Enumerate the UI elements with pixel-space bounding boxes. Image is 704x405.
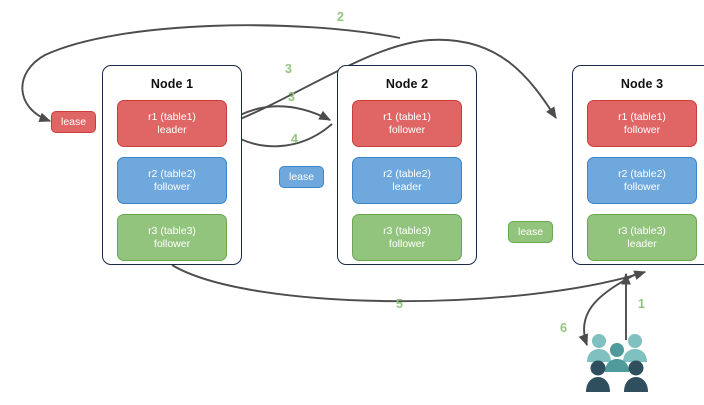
replica-r1-node3[interactable]: r1 (table1) follower — [587, 100, 697, 147]
replica-role: leader — [157, 123, 187, 136]
node-3[interactable]: Node 3 r1 (table1) follower r2 (table2) … — [572, 65, 704, 265]
replica-role: follower — [388, 123, 426, 136]
step-label-3-upper: 3 — [285, 62, 292, 76]
node-1[interactable]: Node 1 r1 (table1) leader r2 (table2) fo… — [102, 65, 242, 265]
step-label-3-lower: 3 — [288, 90, 295, 104]
lease-chip-blue[interactable]: lease — [279, 166, 325, 188]
replica-r1-node2[interactable]: r1 (table1) follower — [352, 100, 462, 147]
node-3-title: Node 3 — [620, 77, 664, 91]
replica-label: r2 (table2) — [618, 167, 666, 180]
replica-label: r1 (table1) — [383, 110, 431, 123]
step-label-4: 4 — [291, 132, 298, 146]
step-label-6: 6 — [560, 321, 567, 335]
node-2-title: Node 2 — [385, 77, 429, 91]
replica-role: follower — [153, 180, 191, 193]
step-label-5: 5 — [396, 297, 403, 311]
node-2[interactable]: Node 2 r1 (table1) follower r2 (table2) … — [337, 65, 477, 265]
node-2-replicas: r1 (table1) follower r2 (table2) leader … — [338, 100, 476, 273]
replica-role: follower — [153, 237, 191, 250]
lease-label: lease — [289, 171, 315, 183]
lease-chip-red[interactable]: lease — [51, 111, 97, 133]
replica-role: follower — [388, 237, 426, 250]
replica-label: r3 (table3) — [148, 224, 196, 237]
replica-label: r1 (table1) — [148, 110, 196, 123]
lease-chip-green[interactable]: lease — [508, 221, 554, 243]
lease-label: lease — [518, 226, 544, 238]
replica-r3-node2[interactable]: r3 (table3) follower — [352, 214, 462, 261]
replica-role: follower — [623, 180, 661, 193]
node-1-replicas: r1 (table1) leader r2 (table2) follower … — [103, 100, 241, 273]
replica-role: leader — [627, 237, 657, 250]
replica-r3-node1[interactable]: r3 (table3) follower — [117, 214, 227, 261]
replica-label: r1 (table1) — [618, 110, 666, 123]
replica-r2-node1[interactable]: r2 (table2) follower — [117, 157, 227, 204]
replica-role: leader — [392, 180, 422, 193]
replica-label: r2 (table2) — [383, 167, 431, 180]
replica-role: follower — [623, 123, 661, 136]
node-3-replicas: r1 (table1) follower r2 (table2) followe… — [573, 100, 704, 273]
replica-r2-node3[interactable]: r2 (table2) follower — [587, 157, 697, 204]
node-1-title: Node 1 — [150, 77, 194, 91]
users-group-icon — [585, 332, 651, 394]
replica-r3-node3[interactable]: r3 (table3) leader — [587, 214, 697, 261]
edge-4-node2-to-node1 — [229, 123, 333, 148]
replica-label: r3 (table3) — [618, 224, 666, 237]
step-label-1: 1 — [638, 297, 645, 311]
replica-label: r3 (table3) — [383, 224, 431, 237]
replica-r1-node1[interactable]: r1 (table1) leader — [117, 100, 227, 147]
replica-r2-node2[interactable]: r2 (table2) leader — [352, 157, 462, 204]
replica-label: r2 (table2) — [148, 167, 196, 180]
step-label-2: 2 — [337, 10, 344, 24]
lease-label: lease — [61, 116, 87, 128]
